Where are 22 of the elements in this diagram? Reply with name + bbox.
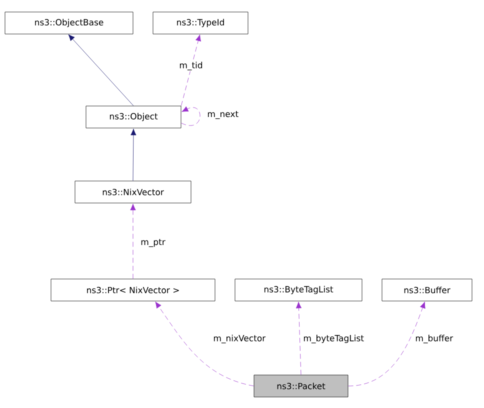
arrow — [155, 302, 254, 386]
self-loop-arrow — [181, 106, 200, 126]
arrow — [348, 302, 426, 386]
arrow — [181, 34, 202, 106]
class-box: ns3::ByteTagList — [234, 278, 362, 302]
class-box: ns3::ObjectBase — [4, 12, 134, 34]
class-box: ns3::Object — [86, 106, 182, 128]
class-box: ns3::NixVector — [74, 180, 192, 204]
edge-label: m_next — [206, 110, 240, 120]
class-box: ns3::Ptr< NixVector > — [50, 278, 216, 302]
class-box: ns3::TypeId — [152, 12, 248, 34]
edge-label: m_byteTagList — [302, 334, 365, 344]
class-box: ns3::Buffer — [382, 278, 472, 302]
class-box: ns3::Packet — [254, 374, 348, 398]
edge-label: m_tid — [178, 60, 204, 72]
arrow — [296, 302, 302, 375]
arrow — [130, 128, 136, 181]
edge-label: m_ptr — [140, 238, 166, 248]
edge-label: m_buffer — [414, 334, 454, 344]
arrow — [130, 204, 136, 279]
arrow — [68, 34, 134, 106]
edge-label: m_nixVector — [212, 334, 267, 344]
